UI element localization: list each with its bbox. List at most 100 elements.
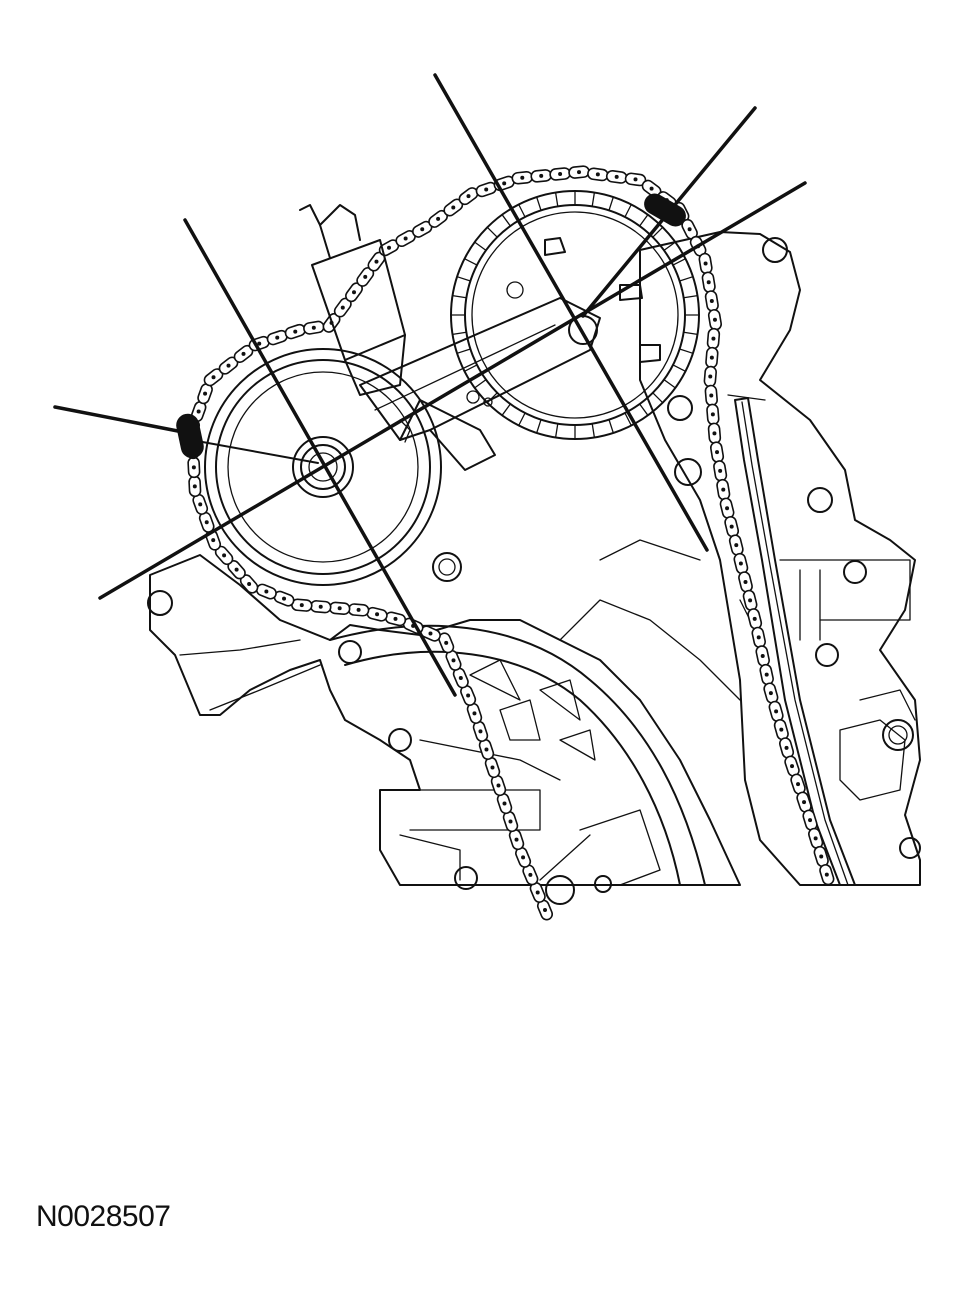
chain-pin [472, 711, 477, 716]
sprocket-tooth [451, 294, 468, 299]
chain-pin [760, 653, 765, 658]
sprocket-tooth [456, 348, 472, 354]
sprocket-tooth [518, 412, 526, 427]
chain-pin [428, 631, 433, 636]
chain-pin [352, 290, 357, 295]
chain-pin [490, 765, 495, 770]
chain-pin [247, 581, 252, 586]
sprocket-tooth [518, 203, 526, 218]
chain-pin [466, 194, 471, 199]
chain-pin [709, 393, 714, 398]
chain-pin [211, 538, 216, 543]
chain-pin [484, 747, 489, 752]
sprocket-tooth [624, 412, 632, 427]
chain-pin [520, 175, 525, 180]
chain-pin [275, 335, 280, 340]
chain-pin [337, 606, 342, 611]
chain-pin [451, 205, 456, 210]
chain-pin [748, 598, 753, 603]
chain-pin [768, 691, 773, 696]
chain-pin [687, 227, 692, 232]
sprocket-tooth [591, 191, 596, 208]
camshaft-alignment-tool [359, 297, 601, 471]
chain-pin [356, 607, 361, 612]
sprocket-tooth [591, 422, 596, 439]
chain-pin [796, 782, 801, 787]
chain-pin [808, 818, 813, 823]
chain-pin [375, 612, 380, 617]
chain-pin [543, 908, 547, 912]
sprocket-tooth [608, 196, 614, 212]
chain-pin [241, 351, 246, 356]
chain-pin [496, 783, 501, 788]
chain-pin [703, 261, 708, 266]
engine-front-cover [147, 231, 921, 905]
sprocket-tooth [463, 258, 478, 266]
chain-pin [466, 693, 471, 698]
chain-pin [192, 484, 197, 489]
timing-chain [184, 165, 835, 921]
chain-pin [712, 317, 717, 322]
chain-pin [708, 374, 713, 379]
chain-pin [436, 216, 441, 221]
chain-pin [387, 245, 392, 250]
chain-pin [299, 603, 304, 608]
oil-control-solenoid [299, 204, 406, 396]
chain-pin [721, 487, 726, 492]
chain-pin [764, 672, 769, 677]
sprocket-tooth [463, 364, 478, 372]
sprocket-tooth [536, 418, 542, 434]
figure-reference-number: N0028507 [36, 1200, 171, 1233]
chain-pin [484, 187, 489, 192]
chain-pin [196, 409, 201, 414]
sprocket-tooth [624, 203, 632, 218]
chain-pin [729, 524, 734, 529]
sprocket-tooth [678, 276, 694, 282]
sprocket-tooth [678, 348, 694, 354]
sprocket-tooth [554, 422, 559, 439]
chain-pin [774, 709, 779, 714]
sprocket-tooth [456, 276, 472, 282]
timing-marks [176, 193, 686, 459]
sprocket-tooth [663, 241, 676, 251]
chain-pin [222, 553, 227, 558]
chain-pin [535, 890, 540, 895]
chain-pin [738, 561, 743, 566]
chain-pin [577, 170, 582, 175]
chain-pin [340, 305, 345, 310]
sprocket-tooth [554, 191, 559, 208]
sprocket-tooth [474, 241, 487, 251]
chain-pin [711, 336, 716, 341]
chain-pin [802, 800, 807, 805]
chain-pin [508, 819, 513, 824]
chain-pin [198, 502, 203, 507]
chain-pin [393, 616, 398, 621]
chain-pin [451, 658, 456, 663]
chain-pin [203, 391, 208, 396]
chain-pin [756, 635, 761, 640]
chain-pin [649, 186, 654, 191]
chain-pin [502, 801, 507, 806]
chain-pin [715, 450, 720, 455]
sprocket-tooth [672, 364, 687, 372]
chain-pin [282, 596, 287, 601]
chain-pin [211, 375, 216, 380]
chain-pin [521, 855, 526, 860]
chain-pin [743, 579, 748, 584]
sprocket-tooth [501, 403, 511, 416]
sprocket-tooth [672, 258, 687, 266]
chain-pin [633, 177, 638, 182]
sprocket-tooth [474, 379, 487, 389]
tensioner-arm [727, 394, 856, 886]
sprocket-teeth [450, 190, 700, 440]
chain-pin [444, 640, 449, 645]
sprocket-tooth [608, 418, 614, 434]
chain-pin [824, 872, 829, 877]
sprocket-tooth [451, 331, 468, 336]
chain-pin [420, 227, 425, 232]
chain-pin [363, 274, 368, 279]
chain-pin [539, 173, 544, 178]
chain-pin [706, 280, 711, 285]
chain-pin [614, 174, 619, 179]
chain-pin [264, 589, 269, 594]
